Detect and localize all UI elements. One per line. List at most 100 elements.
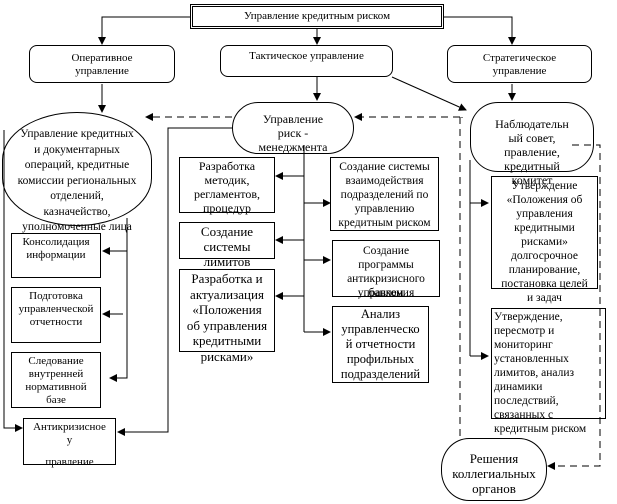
task-line: Утверждение: [511, 180, 578, 192]
task-line: программы: [358, 259, 414, 271]
operational-unit-line: уполномоченные лица: [22, 221, 132, 233]
task-line: кредитным риском: [338, 217, 431, 229]
task-line: кредитным риском: [494, 423, 587, 435]
risk-management-node: Управление риск - менеджмента: [232, 102, 354, 154]
operational-unit-line: отделений,: [50, 190, 104, 202]
task-line: кредитными: [192, 333, 262, 348]
task-line: Анализ: [360, 307, 401, 321]
task-line: банком: [368, 287, 404, 299]
operational-unit-line: и документарных: [34, 143, 120, 156]
operational-unit-line: Управление кредитных: [20, 128, 134, 140]
task-line: планирование,: [508, 264, 581, 276]
task-line: Создание: [200, 224, 254, 239]
task-line: управленческой: [18, 303, 94, 315]
task-line: управленческо: [341, 322, 420, 336]
task-limits-approval: Утверждение, пересмотр и мониторинг уста…: [491, 308, 606, 435]
task-interaction-system: Создание системы взаимодействия подразде…: [330, 157, 439, 231]
task-line: Следование: [28, 355, 84, 367]
task-line: Консолидация: [22, 236, 90, 248]
task-line: внутренней: [28, 368, 84, 380]
task-line: об управления: [186, 317, 268, 333]
task-line: взаимодействия: [345, 175, 424, 187]
strategic-level-label: Стратегическое управление: [482, 52, 557, 77]
task-line: нормативной: [25, 381, 87, 393]
operational-unit-line: комиссии региональных: [17, 174, 137, 187]
task-anticrisis-program: Создание программы антикризисного управл…: [332, 240, 440, 299]
connector-supervisory-riskmgmt-dashed: [355, 117, 463, 118]
collegial-line: коллегиальных: [452, 466, 536, 481]
supervisory-line: ый совет,: [508, 131, 556, 145]
connector-riskmgmt-anticrisis: [117, 127, 232, 436]
task-line: подразделений по: [340, 189, 429, 201]
connector-root-operational: [98, 16, 190, 45]
task-line: управлению: [354, 203, 415, 215]
task-line: отчетности: [29, 316, 83, 328]
task-line: последствий,: [494, 395, 559, 407]
operational-level-node: Оперативное управление: [29, 45, 175, 83]
task-line: Создание системы: [339, 161, 430, 173]
risk-management-line: Управление: [262, 112, 324, 126]
task-line: связанных с: [494, 409, 554, 421]
task-line: регламентов,: [193, 187, 261, 201]
task-line: Создание: [362, 245, 410, 257]
task-consolidation: Консолидация информации: [11, 233, 101, 278]
operational-unit-node: Управление кредитных и документарных опе…: [2, 112, 152, 233]
task-line: кредитными: [514, 222, 575, 234]
task-line: управления: [357, 287, 415, 299]
root-node: Управление кредитным риском: [190, 4, 444, 29]
task-line: Разработка: [198, 159, 256, 173]
task-limits-system: Создание системы лимитов: [179, 222, 275, 269]
task-line: «Положения: [192, 302, 262, 317]
task-methods: Разработка методик, регламентов, процеду…: [179, 157, 275, 215]
task-line: долгосрочное: [511, 250, 578, 262]
task-line: «Положения об: [506, 194, 583, 206]
task-line: актуализация: [190, 286, 264, 302]
task-line: лимитов: [203, 254, 251, 269]
operational-unit-line: операций, кредитные: [24, 159, 130, 171]
supervisory-board-node: Наблюдательн ый совет, правление, кредит…: [470, 102, 594, 187]
task-line: динамики: [494, 381, 543, 393]
anticrisis-line: правление: [45, 456, 94, 468]
task-line: рисками»: [200, 348, 254, 364]
collegial-line: органов: [472, 481, 516, 496]
task-line: Утверждение,: [494, 311, 563, 323]
task-line: управления: [516, 208, 573, 220]
task-line: системы: [203, 239, 251, 254]
task-line: Разработка и: [191, 271, 263, 286]
root-label: Управление кредитным риском: [243, 10, 391, 22]
collegial-decisions-node: Решения коллегиальных органов: [441, 438, 547, 501]
task-line: рисками»: [521, 236, 568, 248]
anticrisis-line: Антикризисное: [33, 421, 106, 433]
task-line: антикризисного: [347, 273, 425, 285]
tactical-level-node: Тактическое управление: [220, 45, 393, 77]
anticrisis-line: у: [66, 434, 73, 446]
task-line: методик,: [204, 173, 250, 187]
operational-level-label: Оперативное управление: [71, 52, 133, 77]
task-regulation-approval: Утверждение «Положения об управления кре…: [491, 176, 598, 304]
supervisory-line: правление,: [504, 145, 560, 159]
anticrisis-node: Антикризисное у правление: [23, 418, 116, 468]
strategic-level-node: Стратегическое управление: [447, 45, 592, 83]
connector-root-strategic: [444, 16, 516, 45]
task-line: установленных: [494, 353, 569, 365]
task-line: лимитов, анализ: [494, 367, 575, 379]
supervisory-line: кредитный: [504, 159, 560, 173]
task-line: профильных: [346, 352, 415, 366]
collegial-line: Решения: [469, 451, 519, 466]
task-line: Подготовка: [29, 290, 83, 302]
task-line: мониторинг: [494, 339, 553, 351]
supervisory-line: Наблюдательн: [495, 117, 569, 131]
task-regulation-development: Разработка и актуализация «Положения об …: [179, 269, 275, 364]
risk-management-line: риск -: [277, 126, 309, 140]
task-line: базе: [46, 394, 66, 406]
connector-ops-left-anticrisis: [3, 130, 23, 432]
risk-management-line: менеджмента: [258, 140, 328, 154]
connector-tactical-supervisory: [391, 76, 467, 111]
task-line: и задач: [527, 292, 562, 304]
task-line: й отчетности: [345, 337, 416, 351]
task-reporting-analysis: Анализ управленческо й отчетности профил…: [332, 306, 429, 383]
connector-operational-trunk: [109, 218, 128, 382]
operational-unit-line: казначейство,: [43, 205, 111, 218]
task-line: процедур: [202, 201, 252, 215]
